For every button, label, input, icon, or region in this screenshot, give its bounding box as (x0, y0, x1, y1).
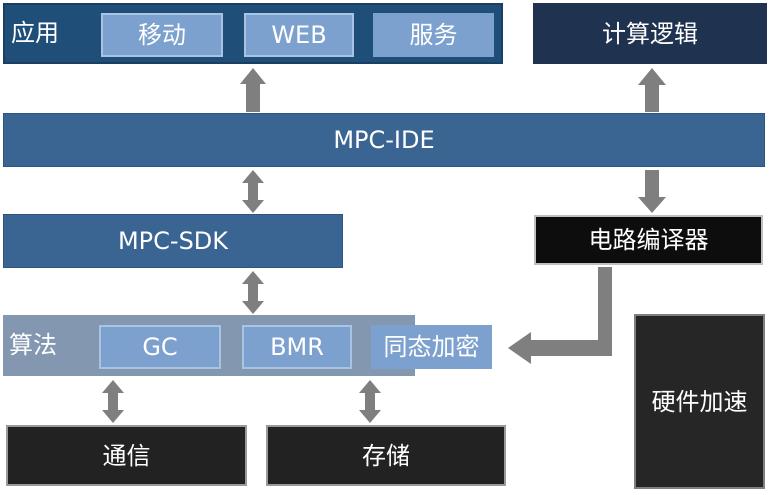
app-item-service-label: 服务 (409, 21, 458, 49)
algo-item-bmr[interactable]: BMR (242, 325, 352, 369)
arrow-ide-to-app (240, 68, 266, 112)
algo-item-homomorphic-encryption[interactable]: 同态加密 (371, 325, 492, 369)
app-item-web-label: WEB (271, 21, 327, 49)
compute-logic-label: 计算逻辑 (602, 19, 698, 48)
arrow-ide-to-compiler (638, 170, 666, 213)
arrow-ide-sdk-bidirectional (242, 170, 264, 213)
arrow-algo-storage-bidirectional (359, 380, 381, 423)
arrow-algo-comm-bidirectional (102, 380, 124, 423)
mpc-ide-box[interactable]: MPC-IDE (3, 113, 765, 167)
arrow-ide-to-compute-logic (638, 68, 666, 112)
mpc-sdk-box[interactable]: MPC-SDK (3, 214, 343, 268)
circuit-compiler-label: 电路编译器 (588, 226, 709, 254)
mpc-ide-label: MPC-IDE (333, 126, 435, 154)
communication-label: 通信 (102, 441, 151, 470)
compute-logic-box[interactable]: 计算逻辑 (533, 3, 767, 64)
application-layer-label: 应用 (11, 19, 59, 47)
hardware-acceleration-box[interactable]: 硬件加速 (634, 314, 765, 489)
mpc-sdk-label: MPC-SDK (117, 227, 229, 255)
app-item-web[interactable]: WEB (244, 13, 354, 57)
algorithm-layer-label: 算法 (9, 331, 57, 359)
application-layer: 应用 移动 WEB 服务 (3, 3, 503, 64)
algorithm-layer: 算法 GC BMR 同态加密 (3, 315, 492, 376)
hardware-acceleration-label: 硬件加速 (651, 387, 748, 416)
app-item-service[interactable]: 服务 (373, 13, 494, 57)
app-item-mobile-label: 移动 (138, 21, 186, 49)
algo-item-homomorphic-encryption-label: 同态加密 (383, 333, 480, 361)
storage-label: 存储 (362, 441, 410, 470)
algo-item-gc-label: GC (142, 333, 178, 361)
arrow-sdk-algo-bidirectional (242, 271, 264, 314)
communication-box[interactable]: 通信 (6, 425, 247, 486)
circuit-compiler-box[interactable]: 电路编译器 (534, 215, 763, 265)
algo-item-bmr-label: BMR (270, 333, 324, 361)
app-item-mobile[interactable]: 移动 (101, 13, 223, 57)
arrow-compiler-to-algo (508, 267, 612, 364)
storage-box[interactable]: 存储 (266, 425, 506, 486)
algo-item-gc[interactable]: GC (99, 325, 221, 369)
